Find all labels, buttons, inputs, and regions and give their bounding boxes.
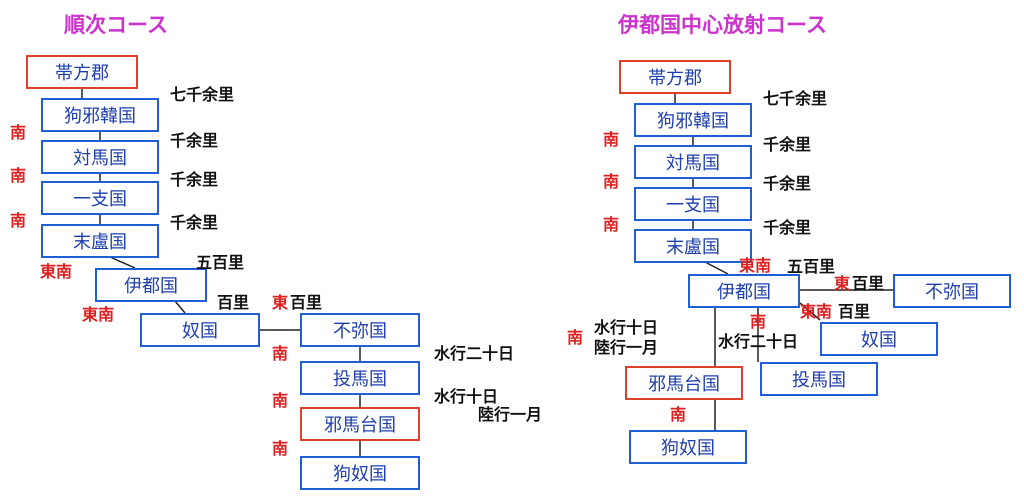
left-distance-7: 百里	[290, 293, 323, 312]
left-node-fumi: 不弥国	[300, 313, 420, 347]
right-distance-7: 百里	[838, 302, 871, 321]
left-direction-s1: 南	[10, 123, 27, 142]
left-distance-2: 千余里	[170, 131, 219, 150]
right-node-fumi: 不弥国	[893, 274, 1011, 308]
right-distance-3: 千余里	[763, 174, 812, 193]
right-direction-s5: 南	[567, 328, 584, 347]
left-diagram-title: 順次コース	[64, 13, 168, 37]
left-distance-9b: 陸行一月	[478, 405, 543, 424]
left-node-ikishi: 一支国	[41, 181, 159, 215]
left-node-toma: 投馬国	[300, 361, 420, 395]
left-distance-9a: 水行十日	[434, 387, 499, 406]
left-distance-3: 千余里	[170, 170, 219, 189]
right-node-tsushima: 対馬国	[634, 145, 752, 179]
left-node-na: 奴国	[140, 313, 260, 347]
right-distance-2: 千余里	[763, 135, 812, 154]
right-direction-s3: 南	[603, 215, 620, 234]
right-node-kuna: 狗奴国	[629, 430, 747, 464]
left-node-tsushima: 対馬国	[41, 140, 159, 174]
right-node-ito: 伊都国	[688, 274, 800, 308]
right-distance-8: 水行二十日	[718, 332, 799, 351]
right-direction-s2: 南	[603, 172, 620, 191]
right-distance-6: 百里	[852, 274, 885, 293]
right-distance-9b: 陸行一月	[594, 338, 659, 357]
right-node-kuyakan: 狗邪韓国	[634, 103, 752, 137]
left-direction-se1: 東南	[40, 262, 73, 281]
left-distance-6: 百里	[217, 293, 250, 312]
left-node-kuna: 狗奴国	[300, 456, 420, 490]
left-node-yamatai: 邪馬台国	[300, 407, 420, 441]
right-direction-s6: 南	[670, 405, 687, 424]
left-node-kuyakan: 狗邪韓国	[41, 98, 159, 132]
left-distance-5: 五百里	[196, 253, 245, 272]
left-direction-s6: 南	[272, 439, 289, 458]
right-direction-se2: 東南	[800, 302, 833, 321]
right-distance-9a: 水行十日	[594, 318, 659, 337]
right-node-matsuro: 末盧国	[634, 229, 752, 263]
right-node-na: 奴国	[820, 322, 938, 356]
left-distance-4: 千余里	[170, 213, 219, 232]
left-node-ito: 伊都国	[95, 268, 207, 302]
left-direction-s2: 南	[10, 166, 27, 185]
right-distance-6-direction: 東	[834, 274, 851, 293]
left-distance-7-direction: 東	[272, 293, 289, 312]
right-distance-4: 千余里	[763, 218, 812, 237]
right-direction-se1: 東南	[739, 256, 772, 275]
left-node-taihou: 帯方郡	[26, 55, 138, 89]
left-direction-s4: 南	[272, 344, 289, 363]
right-distance-1: 七千余里	[763, 89, 828, 108]
right-diagram-title: 伊都国中心放射コース	[618, 13, 827, 37]
right-node-yamatai: 邪馬台国	[625, 366, 743, 400]
left-direction-s5: 南	[272, 391, 289, 410]
right-node-taihou: 帯方郡	[619, 60, 731, 94]
left-distance-1: 七千余里	[170, 85, 235, 104]
right-direction-s1: 南	[603, 130, 620, 149]
right-distance-5: 五百里	[787, 257, 836, 276]
left-direction-se2: 東南	[82, 305, 115, 324]
left-direction-s3: 南	[10, 211, 27, 230]
right-node-ikishi: 一支国	[634, 187, 752, 221]
right-node-toma: 投馬国	[760, 362, 878, 396]
right-direction-s4: 南	[750, 312, 767, 331]
left-distance-8: 水行二十日	[434, 344, 515, 363]
left-node-matsuro: 末盧国	[41, 224, 159, 258]
